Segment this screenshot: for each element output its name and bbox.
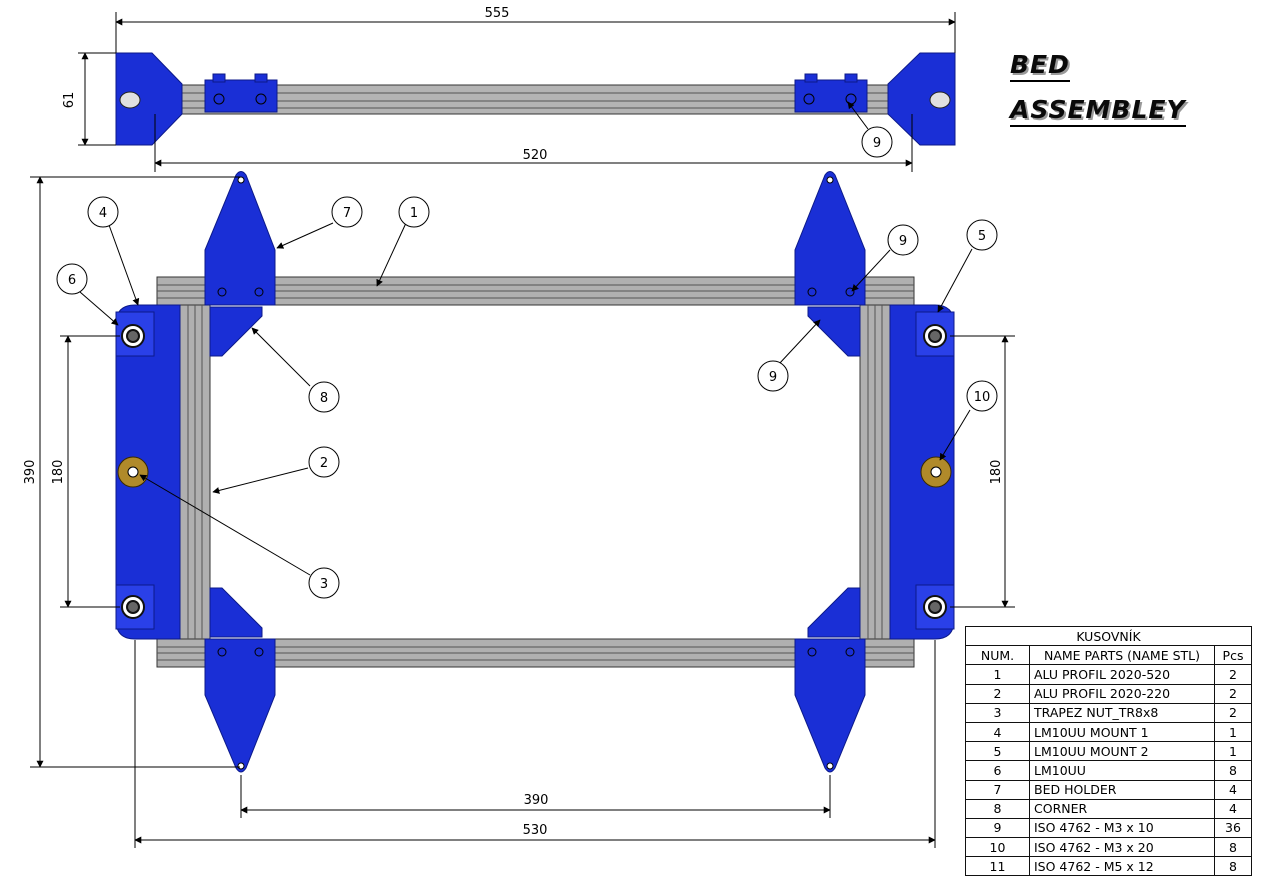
bom-pcs: 4 bbox=[1214, 779, 1252, 800]
bed-holder bbox=[794, 171, 866, 306]
top-view bbox=[115, 52, 956, 146]
balloon-2: 2 bbox=[320, 456, 328, 471]
dim-overall-width: 530 bbox=[523, 823, 548, 838]
bom-num: 11 bbox=[965, 856, 1030, 877]
bom-part-name: BED HOLDER bbox=[1029, 779, 1215, 800]
top-right-mount bbox=[887, 52, 956, 146]
dim-left-rod: 180 bbox=[51, 460, 66, 485]
balloon-6: 6 bbox=[68, 273, 76, 288]
bom-part-name: LM10UU MOUNT 2 bbox=[1029, 741, 1215, 762]
balloon-9: 9 bbox=[873, 136, 881, 151]
bom-table: KUSOVNÍK NUM. NAME PARTS (NAME STL) Pcs … bbox=[965, 625, 1252, 877]
corner-bracket bbox=[209, 306, 263, 357]
bom-part-name: ISO 4762 - M3 x 10 bbox=[1029, 817, 1215, 839]
bom-pcs: 1 bbox=[1214, 741, 1252, 762]
bom-pcs: 2 bbox=[1214, 683, 1252, 704]
bom-num: 3 bbox=[965, 702, 1030, 723]
bom-num: 4 bbox=[965, 721, 1030, 743]
bom-num: 2 bbox=[965, 683, 1030, 704]
balloon-9: 9 bbox=[899, 234, 907, 249]
balloon-8: 8 bbox=[320, 391, 328, 406]
bom-header-row: NUM. NAME PARTS (NAME STL) Pcs bbox=[965, 645, 1252, 666]
top-right-clip bbox=[794, 79, 868, 113]
bom-part-name: CORNER bbox=[1029, 798, 1215, 819]
bom-header-num: NUM. bbox=[965, 645, 1030, 666]
dim-right-rod: 180 bbox=[989, 460, 1004, 485]
bom-part-name: ISO 4762 - M3 x 20 bbox=[1029, 837, 1215, 858]
drawing-title-line1: BED bbox=[1010, 52, 1070, 82]
bom-pcs: 8 bbox=[1214, 837, 1252, 858]
bom-pcs: 2 bbox=[1214, 702, 1252, 723]
bom-num: 10 bbox=[965, 837, 1030, 858]
balloon-5: 5 bbox=[978, 229, 986, 244]
bom-num: 6 bbox=[965, 760, 1030, 781]
corner-bracket bbox=[807, 306, 861, 357]
balloon-3: 3 bbox=[320, 577, 328, 592]
dim-top-height: 61 bbox=[62, 92, 77, 109]
bom-part-name: LM10UU MOUNT 1 bbox=[1029, 721, 1215, 743]
balloon-1: 1 bbox=[410, 206, 418, 221]
dim-overall-height: 390 bbox=[23, 460, 38, 485]
bom-header-name: NAME PARTS (NAME STL) bbox=[1029, 645, 1215, 666]
bom-header-pcs: Pcs bbox=[1214, 645, 1252, 666]
dim-top-width: 555 bbox=[485, 6, 510, 21]
plan-dimensions bbox=[30, 176, 1015, 848]
bom-pcs: 2 bbox=[1214, 664, 1252, 685]
balloon-9: 9 bbox=[769, 370, 777, 385]
dim-holder-spacing: 390 bbox=[524, 793, 549, 808]
bom-num: 5 bbox=[965, 741, 1030, 762]
bom-pcs: 8 bbox=[1214, 760, 1252, 781]
bom-pcs: 36 bbox=[1214, 817, 1252, 839]
leader-lines bbox=[79, 101, 973, 576]
top-left-clip bbox=[204, 79, 278, 113]
corner-bracket bbox=[807, 587, 861, 638]
balloon-4: 4 bbox=[99, 206, 107, 221]
bom-part-name: ALU PROFIL 2020-520 bbox=[1029, 664, 1215, 685]
bom-pcs: 8 bbox=[1214, 856, 1252, 877]
bom-part-name: ISO 4762 - M5 x 12 bbox=[1029, 856, 1215, 877]
bom-pcs: 1 bbox=[1214, 721, 1252, 743]
bom-part-name: ALU PROFIL 2020-220 bbox=[1029, 683, 1215, 704]
bom-caption: KUSOVNÍK bbox=[965, 625, 1252, 647]
top-dimensions bbox=[78, 12, 956, 172]
bom-part-name: TRAPEZ NUT_TR8x8 bbox=[1029, 702, 1215, 723]
bom-num: 8 bbox=[965, 798, 1030, 819]
bom-num: 7 bbox=[965, 779, 1030, 800]
bed-holder bbox=[204, 638, 276, 773]
trapez-nut bbox=[117, 456, 952, 488]
part-balloons: 9 4 7 1 9 5 6 8 9 10 2 3 bbox=[56, 126, 998, 599]
lm10uu-bearing bbox=[121, 324, 947, 619]
bom-pcs: 4 bbox=[1214, 798, 1252, 819]
bed-holder bbox=[794, 638, 866, 773]
bed-holder bbox=[204, 171, 276, 306]
drawing-title-line2: ASSEMBLEY bbox=[1010, 97, 1186, 127]
bom-num: 9 bbox=[965, 817, 1030, 839]
bom-num: 1 bbox=[965, 664, 1030, 685]
dim-top-profile: 520 bbox=[523, 148, 548, 163]
top-profile-bar bbox=[154, 84, 913, 115]
balloon-10: 10 bbox=[974, 390, 991, 405]
bom-caption-row: KUSOVNÍK bbox=[965, 625, 1252, 647]
bom-part-name: LM10UU bbox=[1029, 760, 1215, 781]
balloon-7: 7 bbox=[343, 206, 351, 221]
corner-bracket bbox=[209, 587, 263, 638]
plan-view bbox=[115, 171, 955, 773]
